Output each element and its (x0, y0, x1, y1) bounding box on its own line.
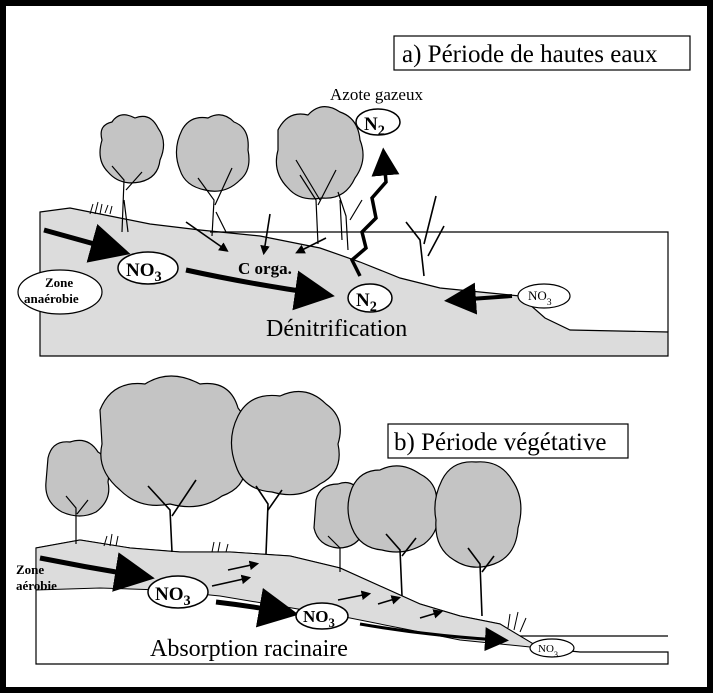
panel-a-zone-line1: Zone (45, 275, 73, 290)
panel-b-process: Absorption racinaire (150, 636, 348, 662)
diagram-canvas: a) Période de hautes eaux Azote gazeux N… (6, 6, 707, 687)
tree-4-trunk (338, 192, 362, 250)
panel-a-process: Dénitrification (266, 316, 407, 342)
panel-b-zone-line2: aérobie (16, 578, 57, 593)
tree-b2-crown (100, 376, 249, 507)
tree-b1-crown (46, 440, 109, 516)
panel-a-zone-line2: anaérobie (24, 291, 79, 306)
tree-b6-crown (435, 462, 521, 567)
tree-2-crown (176, 115, 249, 191)
panel-b-title: b) Période végétative (394, 429, 606, 456)
tree-3-crown (276, 107, 363, 199)
tree-b3-trunk (256, 486, 282, 554)
panel-b-zone-line1: Zone (16, 562, 44, 577)
tree-5-trunk (406, 196, 444, 276)
panel-a: a) Période de hautes eaux Azote gazeux N… (18, 36, 690, 356)
panel-a-corga: C orga. (238, 259, 292, 278)
panel-a-gas-label: Azote gazeux (330, 85, 423, 104)
tree-1-crown (100, 115, 164, 183)
panel-a-title: a) Période de hautes eaux (402, 41, 658, 68)
tree-b5-crown (348, 466, 438, 552)
tree-b3-crown (231, 392, 340, 495)
panel-b: b) Période végétative Zone aérobie NO3 N… (16, 376, 668, 664)
